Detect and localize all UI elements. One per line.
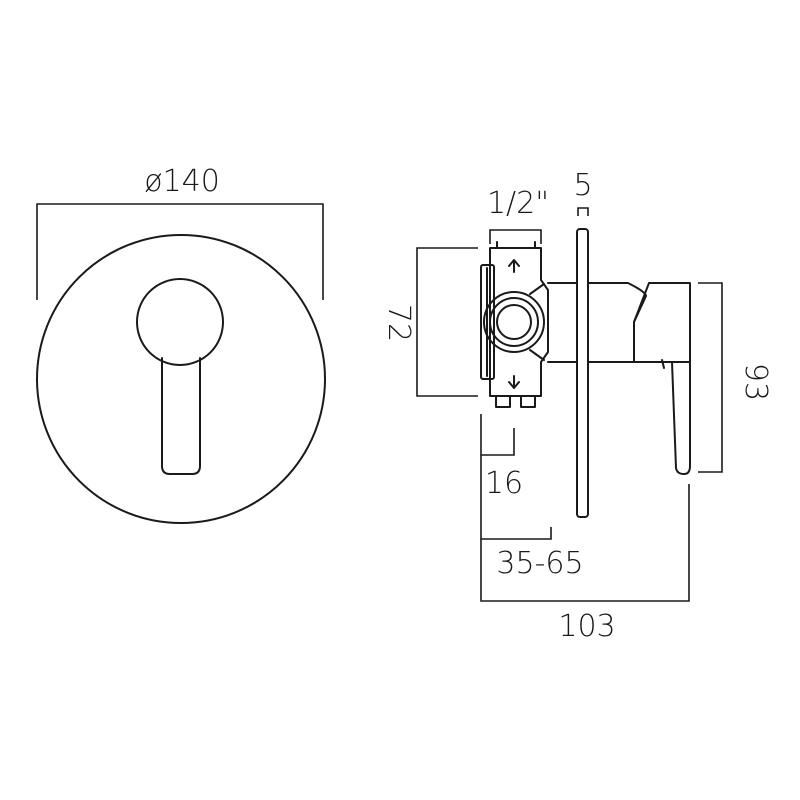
cartridge-spoke [529,283,545,295]
side-view: 1/2" 5 72 [381,168,773,644]
spindle-sleeve [547,282,578,363]
cartridge-outer-ring [483,291,545,353]
overall-depth-label: 103 [558,609,615,644]
valve-body [480,241,549,408]
cartridge-spoke [529,349,545,361]
handle-head-side [633,282,691,363]
handle-height-label: 93 [738,363,773,401]
flow-arrow-up-icon [508,259,520,273]
handle-hub [136,278,224,366]
flow-arrow-down-icon [508,375,520,389]
cover-plate [36,234,326,524]
handle-height-dimension [698,282,723,473]
handle-hub-side [587,282,647,363]
valve-body-outline [489,247,549,397]
handle-joint-line [661,359,665,369]
handle-lever-side [671,361,691,475]
front-view: ø140 [36,164,326,524]
lever-handle [161,357,201,475]
body-height-label: 72 [381,304,416,342]
handle-side [587,282,691,475]
inlet-offset-label: 16 [485,466,523,501]
body-height-dimension [416,247,478,397]
wall-depth-label: 35-65 [496,546,583,581]
cover-plate-side [576,228,589,518]
cartridge-inner-ring [496,304,532,340]
plate-diameter-dimension [36,203,324,300]
inlet-thread-dimension [489,229,542,244]
overall-depth-dimension [480,484,690,602]
wall-depth-dimension [480,455,552,540]
inlet-offset-dimension [480,414,515,456]
valve-flange [480,264,495,380]
plate-diameter-label: ø140 [144,164,220,199]
cartridge-middle-ring [489,297,539,347]
inlet-stubs [495,395,536,408]
inlet-thread-label: 1/2" [487,186,549,221]
plate-thickness-label: 5 [573,168,592,203]
plate-thickness-dimension [577,207,589,216]
